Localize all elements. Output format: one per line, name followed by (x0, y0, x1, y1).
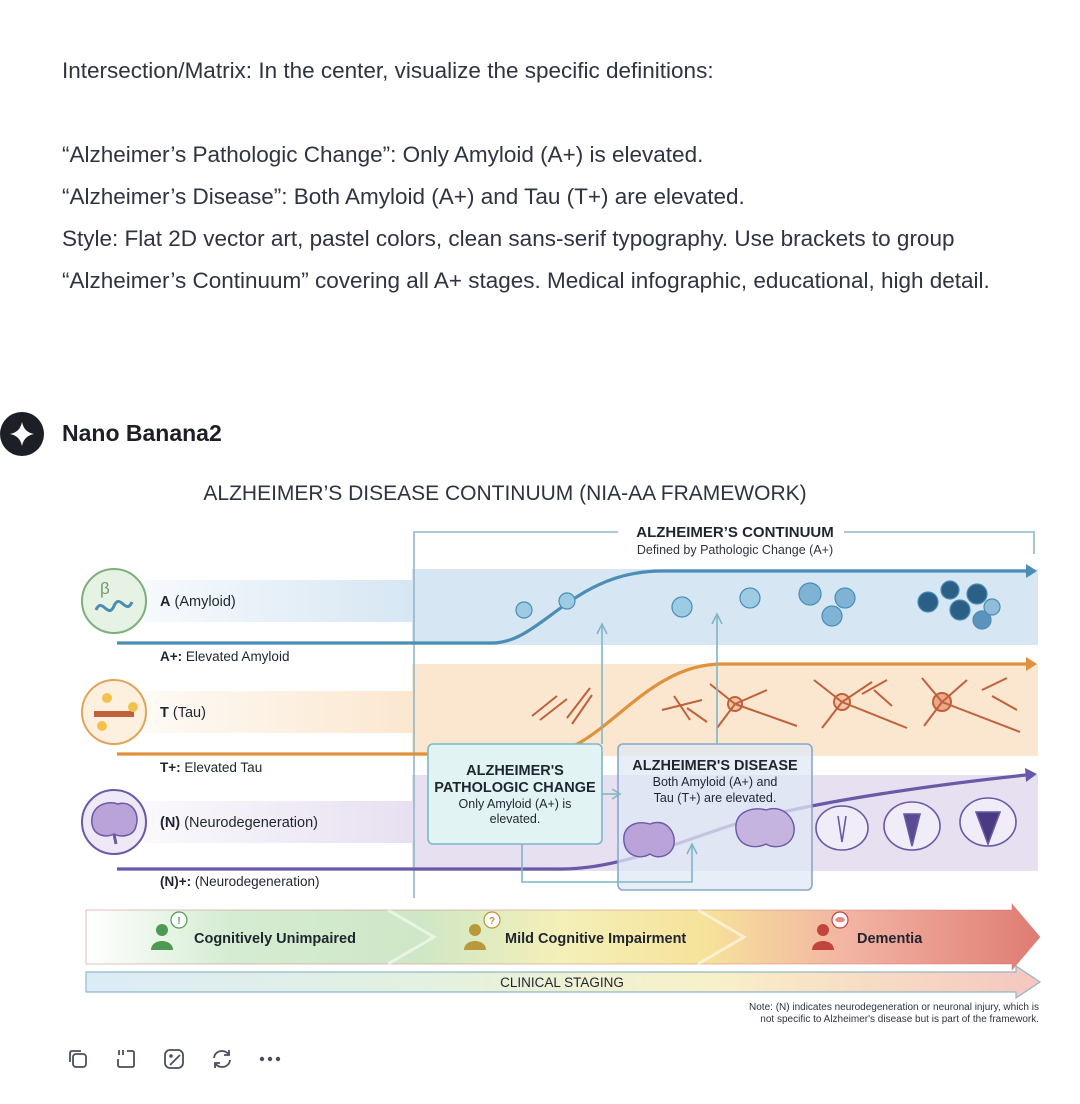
tau-band (412, 664, 1038, 756)
brain-sections (815, 797, 1017, 851)
unimpaired-bubble-text: ! (177, 916, 180, 927)
clinical-staging-bar (85, 964, 1042, 1000)
tau-arrow-head (1026, 657, 1037, 671)
prompt-line: Intersection/Matrix: In the center, visu… (62, 58, 714, 83)
edit-image-icon (164, 1049, 184, 1069)
tau-label: T (Tau) (160, 705, 206, 721)
pathologic-change-title: ALZHEIMER'S (466, 763, 564, 779)
assistant-avatar (0, 412, 44, 456)
amyloid-label: A (Amyloid) (160, 594, 236, 610)
amyloid-arrow-head (1026, 564, 1037, 578)
person-icon: ! (151, 911, 188, 950)
copy-button[interactable] (62, 1043, 94, 1075)
footnote: Note: (N) indicates neurodegeneration or… (749, 1002, 1039, 1013)
stage-unimpaired: Cognitively Unimpaired (194, 931, 356, 947)
svg-text:β: β (100, 579, 110, 598)
infographic: ALZHEIMER’S DISEASE CONTINUUM (NIA-AA FR… (81, 482, 1042, 1025)
infographic-title: ALZHEIMER’S DISEASE CONTINUUM (NIA-AA FR… (203, 482, 806, 505)
more-icon (259, 1056, 281, 1062)
neuro-label-band (144, 801, 412, 843)
copy-icon (69, 1050, 87, 1068)
continuum-title: ALZHEIMER’S CONTINUUM (636, 524, 834, 541)
quote-button[interactable] (110, 1043, 142, 1075)
clinical-staging-label: CLINICAL STAGING (500, 975, 624, 990)
pathologic-change-desc: Only Amyloid (A+) is (459, 797, 572, 811)
prompt-line: “Alzheimer’s Disease”: Both Amyloid (A+)… (62, 184, 745, 209)
connector-arrows (521, 612, 723, 883)
disease-desc-2: Tau (T+) are elevated. (654, 791, 777, 805)
amyloid-label-band (144, 580, 412, 622)
amyloid-plaques (515, 580, 1001, 630)
amyloid-icon: β (81, 568, 147, 634)
prompt-line: “Alzheimer’s Pathologic Change”: Only Am… (62, 142, 704, 167)
continuum-subtitle: Defined by Pathologic Change (A+) (637, 543, 833, 557)
person-icon (812, 911, 849, 950)
stage-arrow (85, 902, 1041, 972)
assistant-header: Nano Banana2 (0, 412, 400, 458)
edit-image-button[interactable] (158, 1043, 190, 1075)
pathologic-change-desc-2: elevated. (490, 812, 541, 826)
disease-title: ALZHEIMER'S DISEASE (632, 758, 798, 774)
amyloid-positive-label: A+: Elevated Amyloid (160, 649, 289, 664)
stage-dementia: Dementia (857, 931, 923, 947)
neuro-arrow-head (1025, 768, 1037, 782)
amyloid-band (412, 569, 1038, 645)
brain-illustrations (623, 807, 795, 858)
person-icon: ? (464, 911, 501, 950)
footnote-2: not specific to Alzheimer's disease but … (760, 1014, 1039, 1025)
stage-mci: Mild Cognitive Impairment (505, 931, 686, 947)
sparkle-icon (10, 422, 34, 446)
assistant-name: Nano Banana2 (62, 420, 222, 446)
mci-bubble-text: ? (489, 916, 495, 927)
neuro-icon (81, 789, 147, 855)
more-button[interactable] (254, 1043, 286, 1075)
refresh-icon (213, 1050, 231, 1068)
quote-icon (117, 1050, 135, 1068)
tau-label-band (144, 691, 412, 733)
user-prompt: Intersection/Matrix: In the center, visu… (62, 50, 1062, 302)
tau-icon (81, 679, 147, 745)
neuro-label: (N) (Neurodegeneration) (160, 815, 318, 831)
prompt-line: Style: Flat 2D vector art, pastel colors… (62, 226, 990, 293)
pathologic-change-title-2: PATHOLOGIC CHANGE (434, 780, 596, 796)
tau-tangles (531, 677, 1021, 733)
disease-desc: Both Amyloid (A+) and (653, 775, 778, 789)
regenerate-button[interactable] (206, 1043, 238, 1075)
tau-positive-label: T+: Elevated Tau (160, 760, 262, 775)
continuum-bracket (413, 531, 1035, 898)
neuro-positive-label: (N)+: (Neurodegeneration) (160, 874, 319, 889)
